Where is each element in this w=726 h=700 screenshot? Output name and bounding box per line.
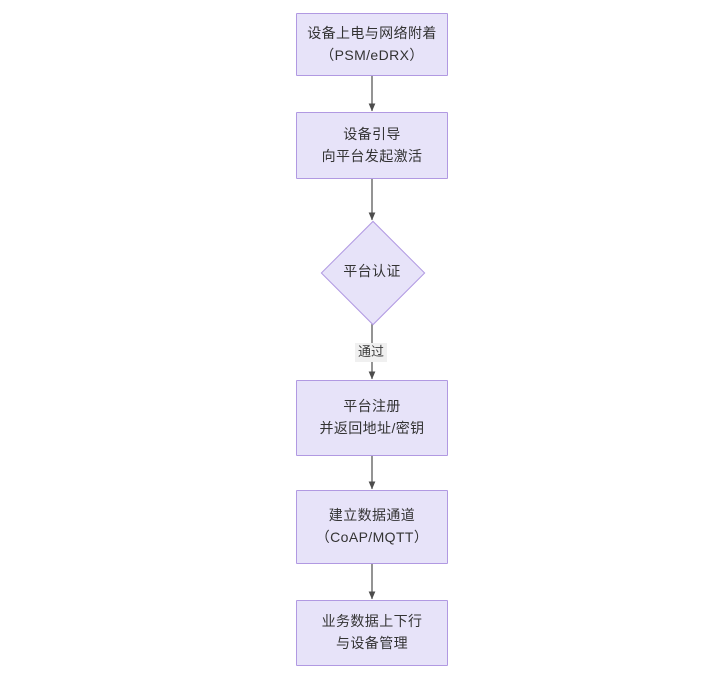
node-device-power-on[interactable]: 设备上电与网络附着 （PSM/eDRX） [296,13,448,76]
node-line-2: （CoAP/MQTT） [315,529,429,545]
node-establish-data-channel[interactable]: 建立数据通道 （CoAP/MQTT） [296,490,448,564]
node-line-2: （PSM/eDRX） [320,46,424,63]
edge-label-pass: 通过 [355,343,388,362]
node-business-data-and-device-management[interactable]: 业务数据上下行 与设备管理 [296,600,448,666]
node-line-1: 平台注册 [343,398,401,415]
node-device-bootstrap[interactable]: 设备引导 向平台发起激活 [296,112,448,179]
node-line-1: 设备上电与网络附着 [307,24,437,41]
node-line-1: 设备引导 [343,125,401,142]
node-line-1: 业务数据上下行 [321,613,423,630]
node-line-2: 与设备管理 [336,635,408,651]
node-line-2: 并返回地址/密钥 [319,420,425,436]
node-line-1: 建立数据通道 [328,507,416,524]
node-platform-registration[interactable]: 平台注册 并返回地址/密钥 [296,380,448,456]
node-line-1: 平台认证 [343,263,401,280]
node-line-2: 向平台发起激活 [321,147,423,164]
node-platform-authentication[interactable]: 平台认证 [320,220,426,326]
